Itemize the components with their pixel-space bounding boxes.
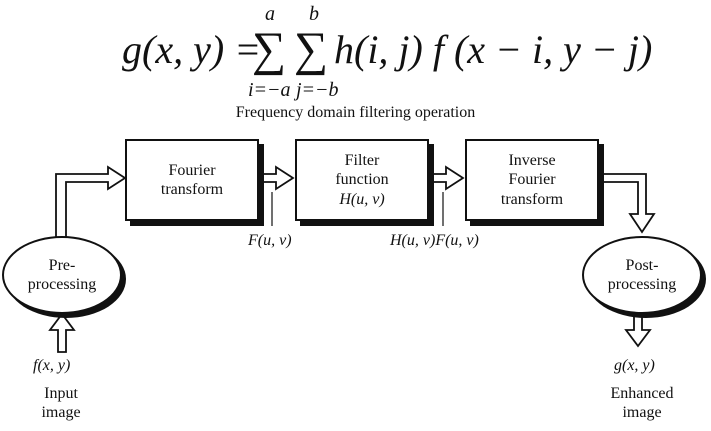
postprocessing-line1: Post- (625, 256, 659, 274)
sum-lower-i: i=−a (248, 79, 291, 101)
fourier-transform-box: Fourier transform (125, 139, 259, 221)
postprocessing-ellipse: Post- processing (582, 236, 702, 314)
preprocessing-line2: processing (27, 276, 97, 293)
input-image-label: Input image (32, 384, 90, 422)
formula-lhs: g(x, y) = (122, 27, 262, 72)
arrow-input-to-preprocessing (48, 312, 76, 353)
postprocessing-line2: processing (607, 276, 677, 293)
output-line2: image (622, 404, 662, 422)
output-line1: Enhanced (610, 385, 674, 402)
filter-line2: function (335, 171, 389, 189)
sum-symbol-j: ∑ (294, 23, 329, 76)
sum-lower-j: j=−b (296, 79, 339, 101)
signal-label-gxy: g(x, y) (614, 357, 655, 374)
arrow-filter-to-inverse (427, 165, 465, 191)
sum-upper-a: a (265, 3, 275, 25)
arrow-postprocessing-to-output (624, 313, 652, 348)
input-line2: image (41, 404, 81, 422)
formula-rhs: h(i, j) f (x − i, y − j) (334, 27, 653, 72)
sum-symbol-i: ∑ (252, 23, 287, 76)
inverse-line2: Fourier (508, 171, 556, 189)
arrow-inverse-to-postprocessing (597, 173, 656, 234)
preprocessing-ellipse: Pre- processing (2, 236, 122, 314)
signal-label-fuv: F(u, v) (248, 232, 292, 249)
arrow-preprocessing-to-fourier (55, 165, 127, 239)
arrow-fourier-to-filter (257, 165, 295, 191)
signal-label-hfuv: H(u, v)F(u, v) (390, 232, 479, 249)
sum-upper-b: b (309, 3, 319, 25)
signal-label-fxy: f(x, y) (33, 357, 71, 374)
filter-line1: Filter (344, 152, 380, 170)
enhanced-image-label: Enhanced image (598, 384, 686, 422)
inverse-line1: Inverse (508, 152, 556, 170)
fourier-line2: transform (160, 181, 224, 198)
inverse-fourier-box: Inverse Fourier transform (465, 139, 599, 221)
fourier-line1: Fourier (168, 161, 216, 179)
preprocessing-line1: Pre- (48, 256, 76, 274)
diagram-caption: Frequency domain filtering operation (235, 104, 476, 121)
filter-line3: H(u, v) (339, 190, 385, 208)
filter-function-box: Filter function H(u, v) (295, 139, 429, 221)
inverse-line3: transform (500, 190, 564, 208)
input-line1: Input (44, 385, 78, 402)
convolution-formula: g(x, y) = ∑ a i=−a ∑ b j=−b h(i, j) f (x… (122, 4, 652, 103)
